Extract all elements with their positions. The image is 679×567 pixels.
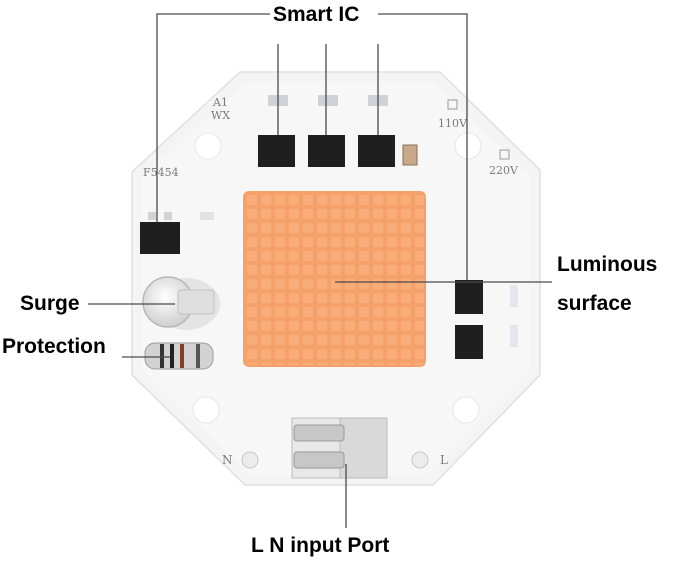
label-protection: Protection — [2, 335, 106, 358]
pad — [164, 212, 172, 220]
label-smart-ic: Smart IC — [273, 3, 360, 26]
pad — [510, 285, 518, 307]
silk-model-a1: A1 — [212, 96, 228, 109]
smd-resistor — [402, 144, 418, 166]
smart-ic-chip-left — [140, 222, 180, 254]
pad — [447, 99, 458, 110]
mounting-hole-top-left — [194, 132, 222, 160]
leader-smart-ic-left — [156, 13, 270, 222]
smart-ic-chip-2 — [308, 135, 345, 167]
pad — [318, 95, 338, 106]
protection-resistor — [144, 342, 214, 370]
label-luminous: Luminous — [557, 253, 658, 276]
label-input-port: L N input Port — [251, 534, 390, 557]
terminal-clip-2 — [293, 451, 345, 469]
leader-smart-ic-right — [378, 13, 468, 280]
label-surface: surface — [557, 292, 632, 315]
silk-voltage-110: 110V — [438, 117, 468, 130]
mounting-hole-top-right — [454, 132, 482, 160]
pad — [499, 149, 510, 160]
smart-ic-chip-1 — [258, 135, 295, 167]
input-terminal-housing — [339, 417, 388, 479]
surge-capacitor-lead — [177, 289, 215, 315]
terminal-clip-1 — [293, 424, 345, 442]
silk-terminal-l: L — [440, 453, 448, 467]
pad — [148, 212, 156, 220]
smart-ic-chip-3 — [358, 135, 395, 167]
silk-part-code: F5454 — [143, 166, 179, 179]
terminal-via-l — [411, 451, 429, 469]
pad — [510, 325, 518, 347]
pad — [200, 212, 214, 220]
resistor-band — [180, 344, 184, 368]
terminal-via-n — [241, 451, 259, 469]
resistor-band — [170, 344, 174, 368]
smart-ic-chip-right-1 — [455, 280, 483, 314]
led-grid — [245, 193, 424, 365]
smart-ic-chip-right-2 — [455, 325, 483, 359]
silk-voltage-220: 220V — [489, 164, 519, 177]
label-surge: Surge — [20, 292, 80, 315]
mounting-hole-bottom-left — [192, 396, 220, 424]
silk-model-wx: WX — [211, 109, 230, 122]
resistor-band — [196, 344, 200, 368]
mounting-hole-bottom-right — [452, 396, 480, 424]
leader-lines — [88, 13, 552, 528]
silk-terminal-n: N — [222, 453, 233, 467]
resistor-band — [160, 344, 164, 368]
